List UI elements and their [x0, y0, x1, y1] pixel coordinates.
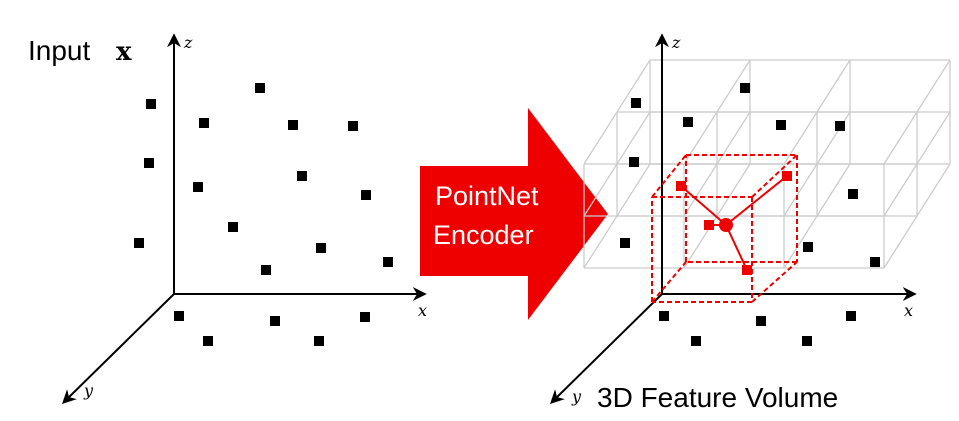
point-marker	[316, 243, 326, 253]
point-marker	[629, 157, 639, 167]
left-panel: Input x z x y	[28, 33, 427, 404]
left-x-label: x	[418, 301, 427, 320]
point-marker	[288, 120, 298, 130]
right-point-cloud	[620, 83, 880, 346]
point-marker	[261, 265, 271, 275]
point-marker	[631, 98, 641, 108]
feature-grid	[583, 59, 951, 269]
point-marker	[297, 171, 307, 181]
voxel-edge	[751, 154, 798, 198]
point-marker	[146, 99, 156, 109]
point-marker	[683, 117, 693, 127]
point-marker	[255, 83, 265, 93]
point-marker	[870, 257, 880, 267]
point-marker	[776, 120, 786, 130]
point-marker	[740, 83, 750, 93]
point-marker	[835, 121, 845, 131]
right-y-label: y	[571, 387, 582, 406]
point-marker	[203, 336, 213, 346]
point-marker	[802, 336, 812, 346]
left-y-axis	[62, 293, 175, 404]
encoder-arrow: PointNet Encoder	[420, 108, 608, 320]
left-z-label: z	[183, 33, 193, 52]
point-marker	[848, 189, 858, 199]
voxel-edge	[651, 261, 687, 303]
right-y-axis	[550, 293, 663, 404]
voxel-point-marker	[782, 171, 792, 181]
feature-volume-caption: 3D Feature Volume	[597, 382, 838, 413]
point-marker	[620, 238, 630, 248]
right-x-label: x	[904, 301, 913, 320]
right-panel: z x y 3D Feature Volume	[550, 33, 951, 413]
point-marker	[314, 336, 324, 346]
aggregation-line	[725, 175, 788, 226]
point-marker	[361, 190, 371, 200]
voxel-point-marker	[676, 181, 686, 191]
point-marker	[383, 257, 393, 267]
encoder-label-line2: Encoder	[433, 220, 534, 250]
voxel-feature-center	[719, 218, 733, 232]
point-marker	[846, 311, 856, 321]
voxel-point-marker	[742, 265, 752, 275]
left-axes	[62, 33, 427, 404]
right-z-label: z	[671, 33, 681, 52]
input-title-symbol: x	[116, 37, 132, 67]
input-title-text: Input	[28, 35, 90, 66]
point-marker	[659, 311, 669, 321]
left-y-label: y	[83, 381, 94, 400]
point-marker	[199, 118, 209, 128]
left-point-cloud	[134, 83, 393, 346]
right-axes	[550, 33, 917, 404]
point-marker	[134, 238, 144, 248]
aggregation-line	[680, 185, 727, 226]
point-marker	[360, 312, 370, 322]
point-marker	[756, 316, 766, 326]
point-marker	[144, 158, 154, 168]
point-marker	[803, 242, 813, 252]
point-marker	[348, 121, 358, 131]
point-marker	[691, 336, 701, 346]
aggregation-line	[725, 224, 748, 271]
voxel-edge	[751, 261, 798, 303]
voxel-edge	[651, 154, 687, 198]
point-marker	[228, 222, 238, 232]
encoder-label-line1: PointNet	[435, 181, 539, 211]
voxel-point-marker	[704, 220, 714, 230]
point-marker	[193, 182, 203, 192]
point-marker	[270, 316, 280, 326]
point-marker	[174, 311, 184, 321]
highlighted-voxel	[651, 154, 798, 303]
encoder-arrow-shape	[420, 108, 608, 320]
